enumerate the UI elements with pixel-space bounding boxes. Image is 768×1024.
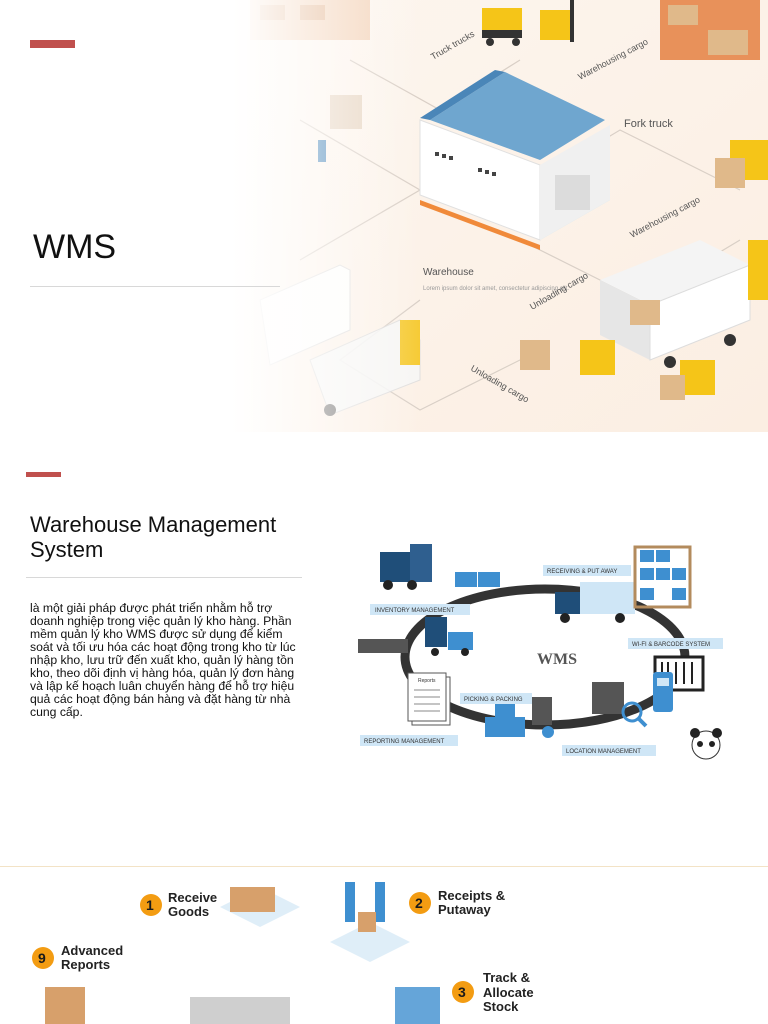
title-divider [30, 286, 280, 287]
accent-bar [26, 472, 61, 477]
wms-cycle-diagram: Reports [358, 544, 723, 760]
title-divider [26, 577, 302, 578]
art-label: Warehouse [423, 267, 474, 278]
art-label: Fork truck [624, 118, 673, 130]
magnifier-icon [592, 682, 648, 728]
inventory-label: INVENTORY MANAGEMENT [375, 608, 455, 614]
forklift-icon [380, 544, 432, 590]
reports-document-icon: Reports [407, 672, 451, 726]
panda-logo-icon [690, 728, 722, 760]
forklift-icon [425, 617, 473, 656]
picking-label: PICKING & PACKING [464, 697, 523, 703]
shelf-unit [633, 545, 692, 609]
step-label: Receive Goods [168, 890, 218, 919]
reporting-label: REPORTING MANAGEMENT [364, 739, 445, 745]
slide-title: WMS [33, 228, 117, 266]
content-slide: Warehouse Management System là một giải … [0, 432, 768, 864]
pallet-boxes [358, 639, 408, 653]
truck-icon [555, 582, 635, 623]
location-label: LOCATION MANAGEMENT [566, 749, 641, 755]
step-badge-9: 9 [32, 947, 54, 969]
fade-overlay [0, 0, 420, 432]
art-label: Lorem ipsum dolor sit amet, consectetur … [423, 286, 569, 292]
wifi-barcode-label: WI-FI & BARCODE SYSTEM [632, 642, 710, 648]
warehouse-building [419, 70, 610, 250]
accent-bar [30, 40, 75, 48]
slide-title: Warehouse Management System [30, 512, 277, 562]
step-label: Advanced Reports [61, 943, 124, 972]
forklift-icon [715, 140, 768, 188]
shelf-unit [660, 0, 760, 60]
wms-process-illustration: 1 2 9 3 [0, 867, 768, 1024]
step-badge-2: 2 [409, 892, 431, 914]
step-badge-3: 3 [452, 981, 474, 1003]
receiving-label: RECEIVING & PUT AWAY [547, 569, 617, 575]
pallet-boxes [455, 572, 500, 587]
forklift-icon [482, 8, 522, 46]
reports-doc-label: Reports [418, 678, 436, 684]
step-number: 1 [146, 897, 154, 913]
step-label: Track & Allocate Stock [483, 970, 534, 1014]
step-number: 9 [38, 950, 46, 966]
platform-tile [330, 882, 410, 962]
title-slide: Truck trucks Warehousing cargo Fork truc… [0, 0, 768, 432]
warehouse-icon [190, 997, 290, 1024]
step-number: 3 [458, 984, 466, 1000]
step-badge-1: 1 [140, 894, 162, 916]
boxes-icon [45, 987, 85, 1024]
wms-center-label: WMS [537, 651, 577, 668]
process-slide: 1 2 9 3 Receive Goods Receipts & Putaway… [0, 866, 768, 1024]
forklift-icon [540, 0, 574, 42]
body-paragraph: là một giải pháp được phát triển nhằm hỗ… [30, 601, 296, 719]
platform-tile [395, 987, 440, 1024]
step-label: Receipts & Putaway [438, 888, 506, 917]
hand-truck-icon [532, 697, 554, 738]
barcode-scanner-icon [653, 655, 705, 712]
step-number: 2 [415, 895, 423, 911]
platform-tile [220, 887, 300, 927]
